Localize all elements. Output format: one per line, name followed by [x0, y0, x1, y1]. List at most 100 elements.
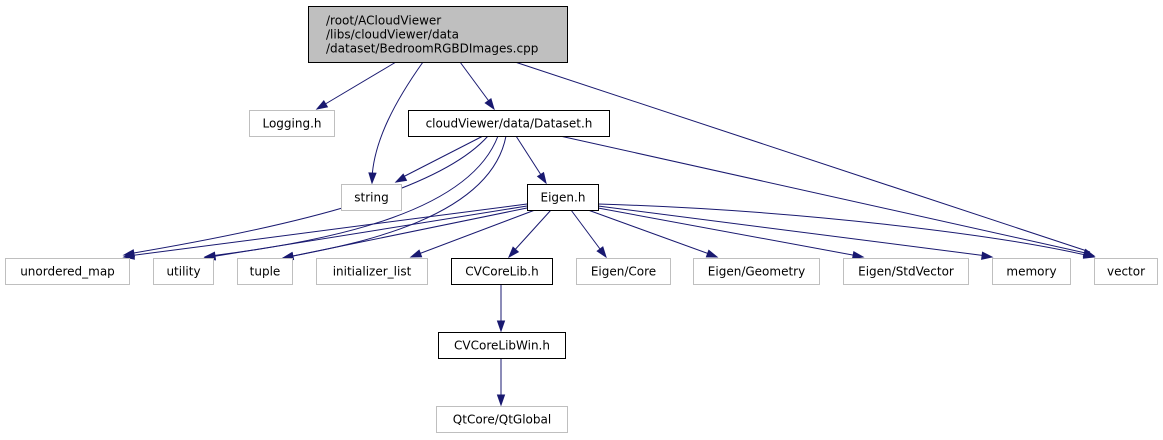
node-box [992, 258, 1071, 285]
node-logging: Logging.h [249, 110, 335, 137]
edge-cvcorelib-to-cvcorelibwin [496, 284, 506, 333]
node-box [438, 332, 566, 359]
edge-eigen-h-to-cvcorelib [507, 209, 552, 259]
edge-line [597, 205, 988, 257]
node-box [576, 258, 671, 285]
node-initializer-list: initializer_list [316, 258, 428, 285]
arrowhead-icon [536, 171, 547, 185]
arrowhead-icon [484, 98, 495, 111]
node-label: Eigen.h [541, 191, 586, 205]
arrowhead-icon [394, 173, 408, 183]
edge-root-to-dataset-h [459, 61, 495, 111]
edge-line [515, 135, 544, 179]
node-eigen-h[interactable]: Eigen.h [527, 184, 599, 211]
node-box [1094, 258, 1158, 285]
node-box [5, 258, 130, 285]
node-label: utility [166, 265, 200, 279]
node-label: Logging.h [262, 117, 321, 131]
edge-dataset-h-to-eigen-h [515, 135, 547, 185]
arrowhead-icon [981, 251, 994, 260]
node-label: vector [1107, 265, 1145, 279]
arrowhead-icon [596, 246, 607, 259]
edge-eigen-h-to-eigen-geometry [587, 209, 719, 258]
edge-line [287, 207, 528, 258]
edge-line [597, 207, 859, 257]
edge-line [559, 135, 1091, 255]
edge-line [597, 203, 1091, 257]
node-dataset-h[interactable]: cloudViewer/data/Dataset.h [408, 110, 610, 137]
node-label: Eigen/StdVector [858, 265, 954, 279]
edge-line [127, 135, 489, 255]
node-label: string [354, 191, 388, 205]
edge-eigen-h-to-initializer-list [409, 209, 536, 258]
node-eigen-geometry: Eigen/Geometry [693, 258, 820, 285]
arrowhead-icon [851, 250, 865, 260]
node-box [316, 258, 428, 285]
node-tuple: tuple [237, 258, 293, 285]
node-box [527, 184, 599, 211]
node-vector: vector [1094, 258, 1158, 285]
edge-eigen-h-to-eigen-core [570, 209, 607, 259]
edge-line [209, 205, 528, 258]
edge-dataset-h-to-string [394, 135, 484, 183]
node-label: QtCore/QtGlobal [453, 413, 551, 427]
node-label: /root/ACloudViewer [326, 14, 441, 28]
node-box [249, 110, 335, 137]
edge-root-to-vector [514, 61, 1096, 257]
edge-line [587, 209, 713, 256]
node-box [308, 6, 568, 63]
edge-line [511, 209, 552, 254]
arrowhead-icon [496, 320, 506, 333]
edge-dataset-h-to-unordered-map [122, 135, 489, 258]
node-cvcorelibwin[interactable]: CVCoreLibWin.h [438, 332, 566, 359]
edge-eigen-h-to-utility [203, 205, 528, 261]
node-box [341, 184, 402, 211]
node-box [451, 258, 553, 285]
node-unordered-map: unordered_map [5, 258, 130, 285]
node-label: unordered_map [20, 265, 115, 279]
node-utility: utility [153, 258, 214, 285]
node-label: memory [1006, 265, 1056, 279]
node-label: CVCoreLib.h [465, 265, 538, 279]
edge-eigen-h-to-eigen-stdvector [597, 207, 865, 260]
node-eigen-stdvector: Eigen/StdVector [843, 258, 969, 285]
edge-root-to-string [368, 61, 424, 185]
node-string: string [341, 184, 402, 211]
node-eigen-core: Eigen/Core [576, 258, 671, 285]
edge-line [415, 209, 536, 256]
node-label: initializer_list [333, 265, 412, 279]
node-root[interactable]: /root/ACloudViewer/libs/cloudViewer/data… [308, 6, 568, 63]
edge-line [570, 209, 604, 254]
edge-line [514, 61, 1091, 253]
arrowhead-icon [507, 246, 520, 259]
arrowhead-icon [409, 249, 423, 258]
node-label: /dataset/BedroomRGBDImages.cpp [326, 42, 538, 56]
node-box [153, 258, 214, 285]
edge-line [321, 61, 397, 107]
node-cvcorelib[interactable]: CVCoreLib.h [451, 258, 553, 285]
node-label: Eigen/Core [591, 265, 656, 279]
node-box [408, 110, 610, 137]
edge-cvcorelibwin-to-qtglobal [496, 358, 506, 407]
arrowhead-icon [1082, 250, 1096, 259]
edge-eigen-h-to-vector [597, 203, 1096, 259]
node-box [693, 258, 820, 285]
node-memory: memory [992, 258, 1071, 285]
edge-dataset-h-to-vector [559, 135, 1096, 258]
edge-line [400, 135, 484, 179]
node-label: /libs/cloudViewer/data [326, 28, 459, 42]
arrowhead-icon [705, 249, 719, 258]
nodes-layer: /root/ACloudViewer/libs/cloudViewer/data… [5, 6, 1158, 433]
edges-layer [122, 61, 1096, 407]
edge-eigen-h-to-tuple [281, 207, 528, 261]
arrowhead-icon [496, 394, 506, 407]
edge-root-to-logging [315, 61, 397, 110]
arrowhead-icon [368, 172, 377, 185]
edge-eigen-h-to-memory [597, 205, 994, 260]
edge-line [371, 61, 424, 179]
arrowhead-icon [315, 100, 329, 110]
node-label: CVCoreLibWin.h [454, 339, 550, 353]
node-label: cloudViewer/data/Dataset.h [426, 117, 593, 131]
node-label: tuple [250, 265, 281, 279]
